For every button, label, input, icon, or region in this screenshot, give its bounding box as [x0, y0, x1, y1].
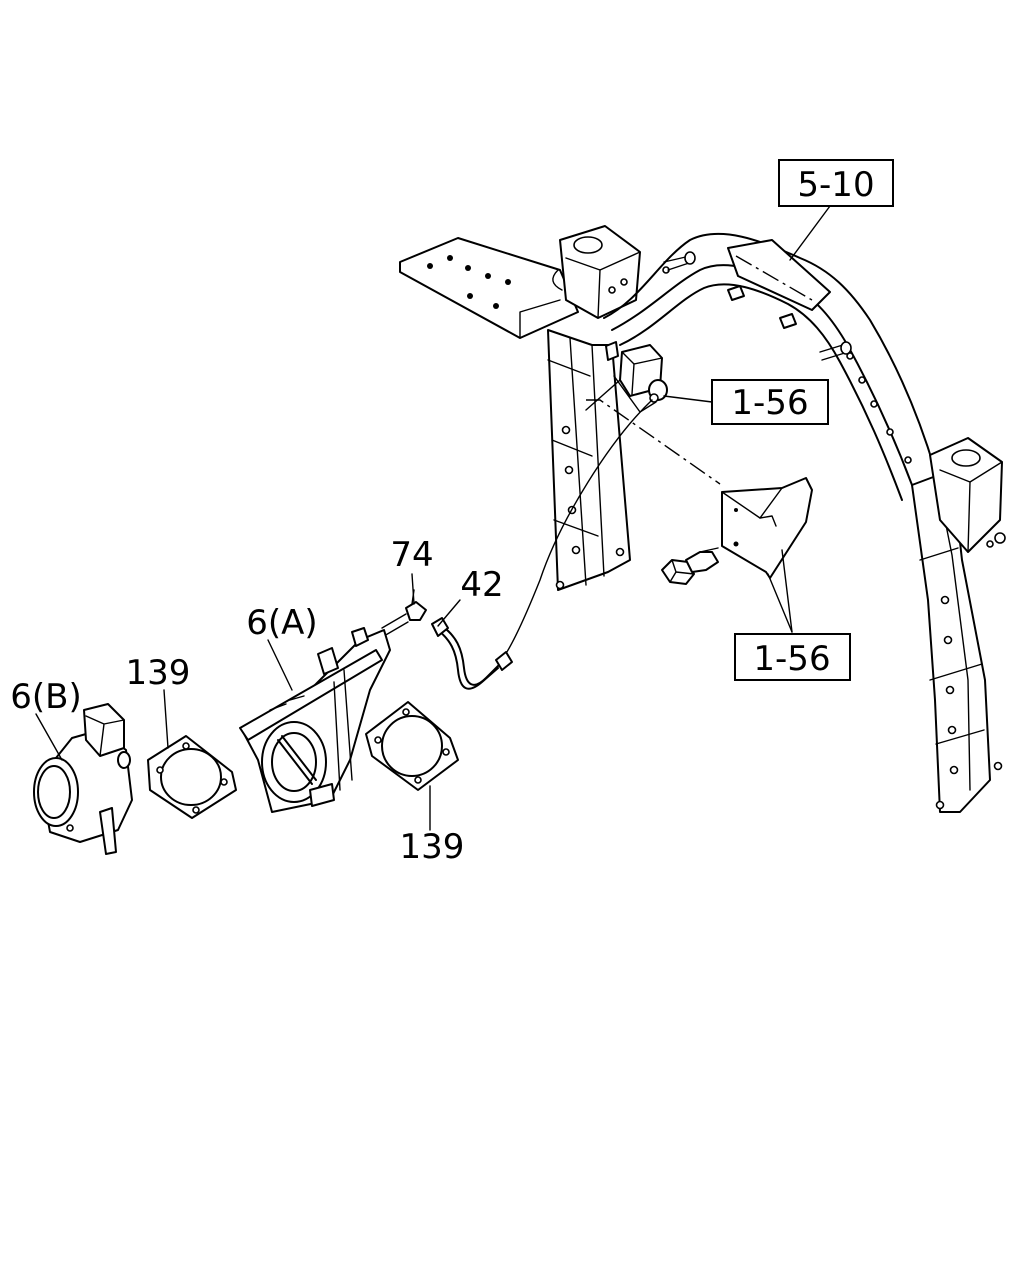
callout-5-10-label: 5-10 [797, 165, 874, 205]
fitting-74 [381, 589, 427, 637]
part-6a-label: 6(A) [246, 603, 317, 643]
callout-1-56-lower-label: 1-56 [753, 639, 830, 679]
part-42-label: 42 [460, 565, 503, 605]
gasket-139-left [147, 735, 237, 819]
callout-1-56-upper: 1-56 [711, 379, 829, 425]
solenoid-valve [605, 341, 668, 413]
callout-1-56-upper-label: 1-56 [731, 383, 808, 423]
exhaust-brake-valve-a [239, 627, 391, 813]
callout-1-56-lower: 1-56 [734, 633, 851, 681]
gasket-139-right [365, 701, 459, 791]
exhaust-brake-valve-b [33, 703, 133, 855]
part-139-left-label: 139 [126, 653, 191, 693]
valve-bracket [721, 477, 813, 579]
vacuum-hose [431, 399, 653, 690]
part-139-right-label: 139 [400, 827, 465, 867]
callout-5-10: 5-10 [778, 159, 894, 207]
part-6b-label: 6(B) [10, 677, 82, 717]
part-74-label: 74 [390, 535, 433, 575]
chassis-frame [399, 225, 1006, 813]
leader-lines [35, 205, 831, 831]
bracket-bolt [661, 547, 719, 585]
